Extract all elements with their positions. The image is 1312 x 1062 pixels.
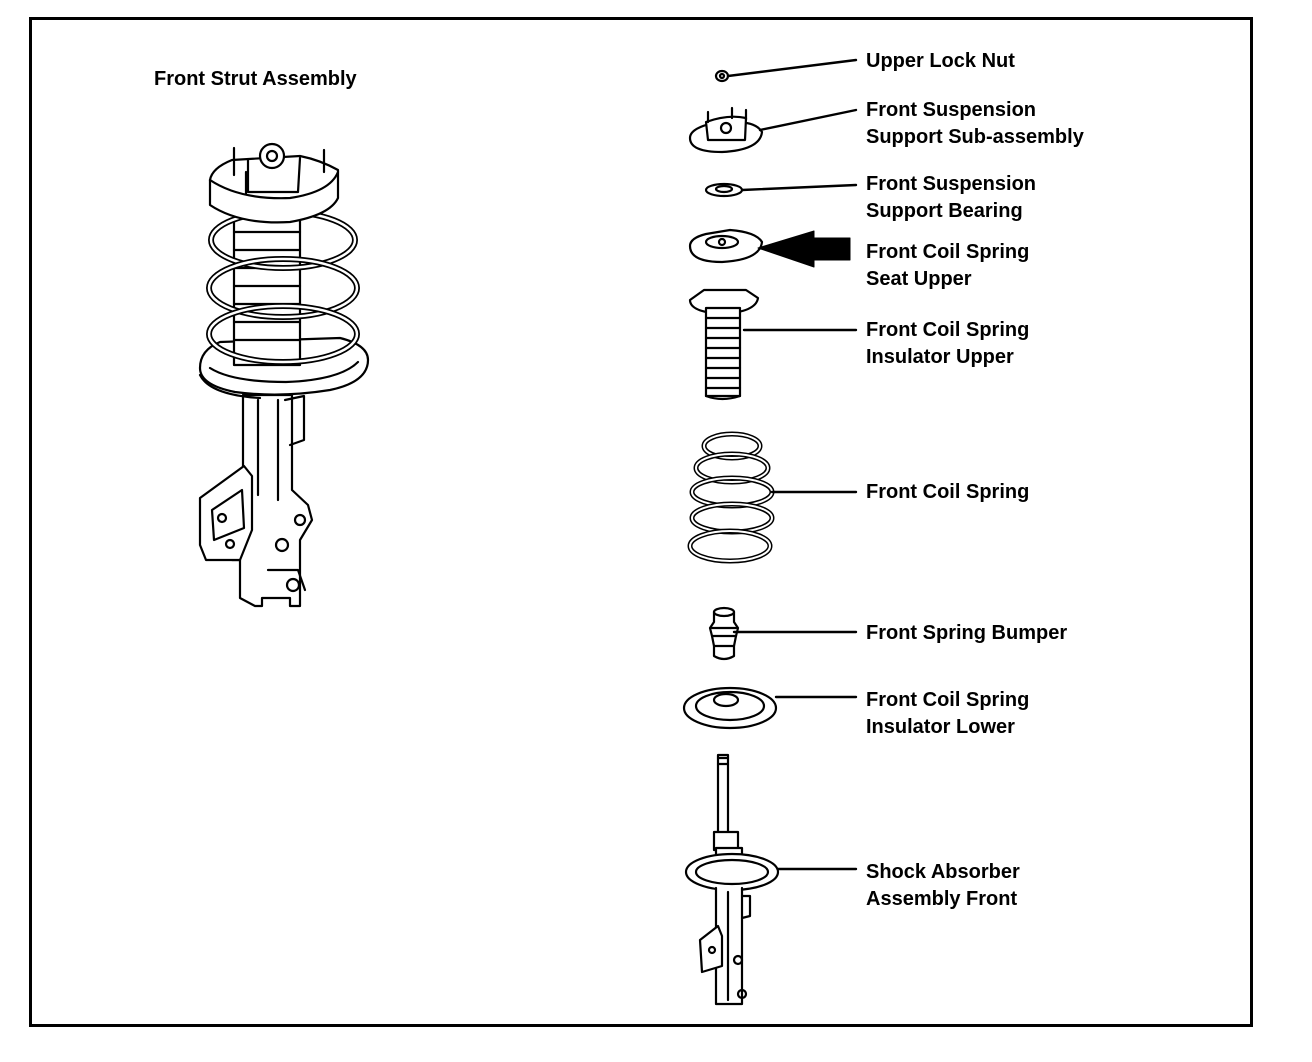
label-line: Assembly Front: [866, 888, 1018, 910]
label-front-suspension-support-sub-assembly: Front Suspension Support Sub-assembly: [866, 97, 1084, 151]
insulator-lower-illustration: [682, 686, 778, 730]
label-front-coil-spring: Front Coil Spring: [866, 479, 1029, 506]
spring-bumper-illustration: [708, 606, 740, 661]
spring-seat-upper-illustration: [688, 228, 764, 264]
label-line: Support Bearing: [866, 200, 1023, 222]
label-front-spring-bumper: Front Spring Bumper: [866, 620, 1067, 647]
label-front-coil-spring-insulator-upper: Front Coil Spring Insulator Upper: [866, 317, 1029, 371]
label-line: Front Suspension: [866, 173, 1036, 195]
assembled-strut-illustration: [198, 142, 370, 608]
label-shock-absorber-assembly-front: Shock Absorber Assembly Front: [866, 859, 1020, 913]
label-front-coil-spring-insulator-lower: Front Coil Spring Insulator Lower: [866, 687, 1029, 741]
label-line: Seat Upper: [866, 268, 972, 290]
label-line: Front Coil Spring: [866, 689, 1030, 711]
label-front-suspension-support-bearing: Front Suspension Support Bearing: [866, 171, 1036, 225]
insulator-upper-illustration: [688, 288, 760, 401]
label-line: Insulator Upper: [866, 346, 1014, 368]
label-line: Support Sub-assembly: [866, 126, 1084, 148]
label-line: Front Coil Spring: [866, 319, 1030, 341]
label-line: Front Coil Spring: [866, 481, 1030, 503]
label-line: Shock Absorber: [866, 861, 1020, 883]
label-line: Front Spring Bumper: [866, 622, 1068, 644]
label-line: Upper Lock Nut: [866, 50, 1015, 72]
leader-lines: [726, 58, 858, 871]
label-line: Insulator Lower: [866, 716, 1015, 738]
label-front-coil-spring-seat-upper: Front Coil Spring Seat Upper: [866, 239, 1029, 293]
upper-lock-nut-illustration: [714, 69, 730, 83]
label-upper-lock-nut: Upper Lock Nut: [866, 48, 1015, 75]
highlight-arrow: [757, 230, 851, 268]
label-line: Front Suspension: [866, 99, 1036, 121]
diagram-frame: [29, 17, 1253, 1027]
shock-absorber-illustration: [684, 753, 780, 1006]
support-bearing-illustration: [704, 182, 744, 198]
label-line: Front Coil Spring: [866, 241, 1030, 263]
diagram-title: Front Strut Assembly: [154, 68, 357, 90]
support-sub-assembly-illustration: [688, 106, 764, 154]
coil-spring-illustration: [687, 431, 775, 564]
